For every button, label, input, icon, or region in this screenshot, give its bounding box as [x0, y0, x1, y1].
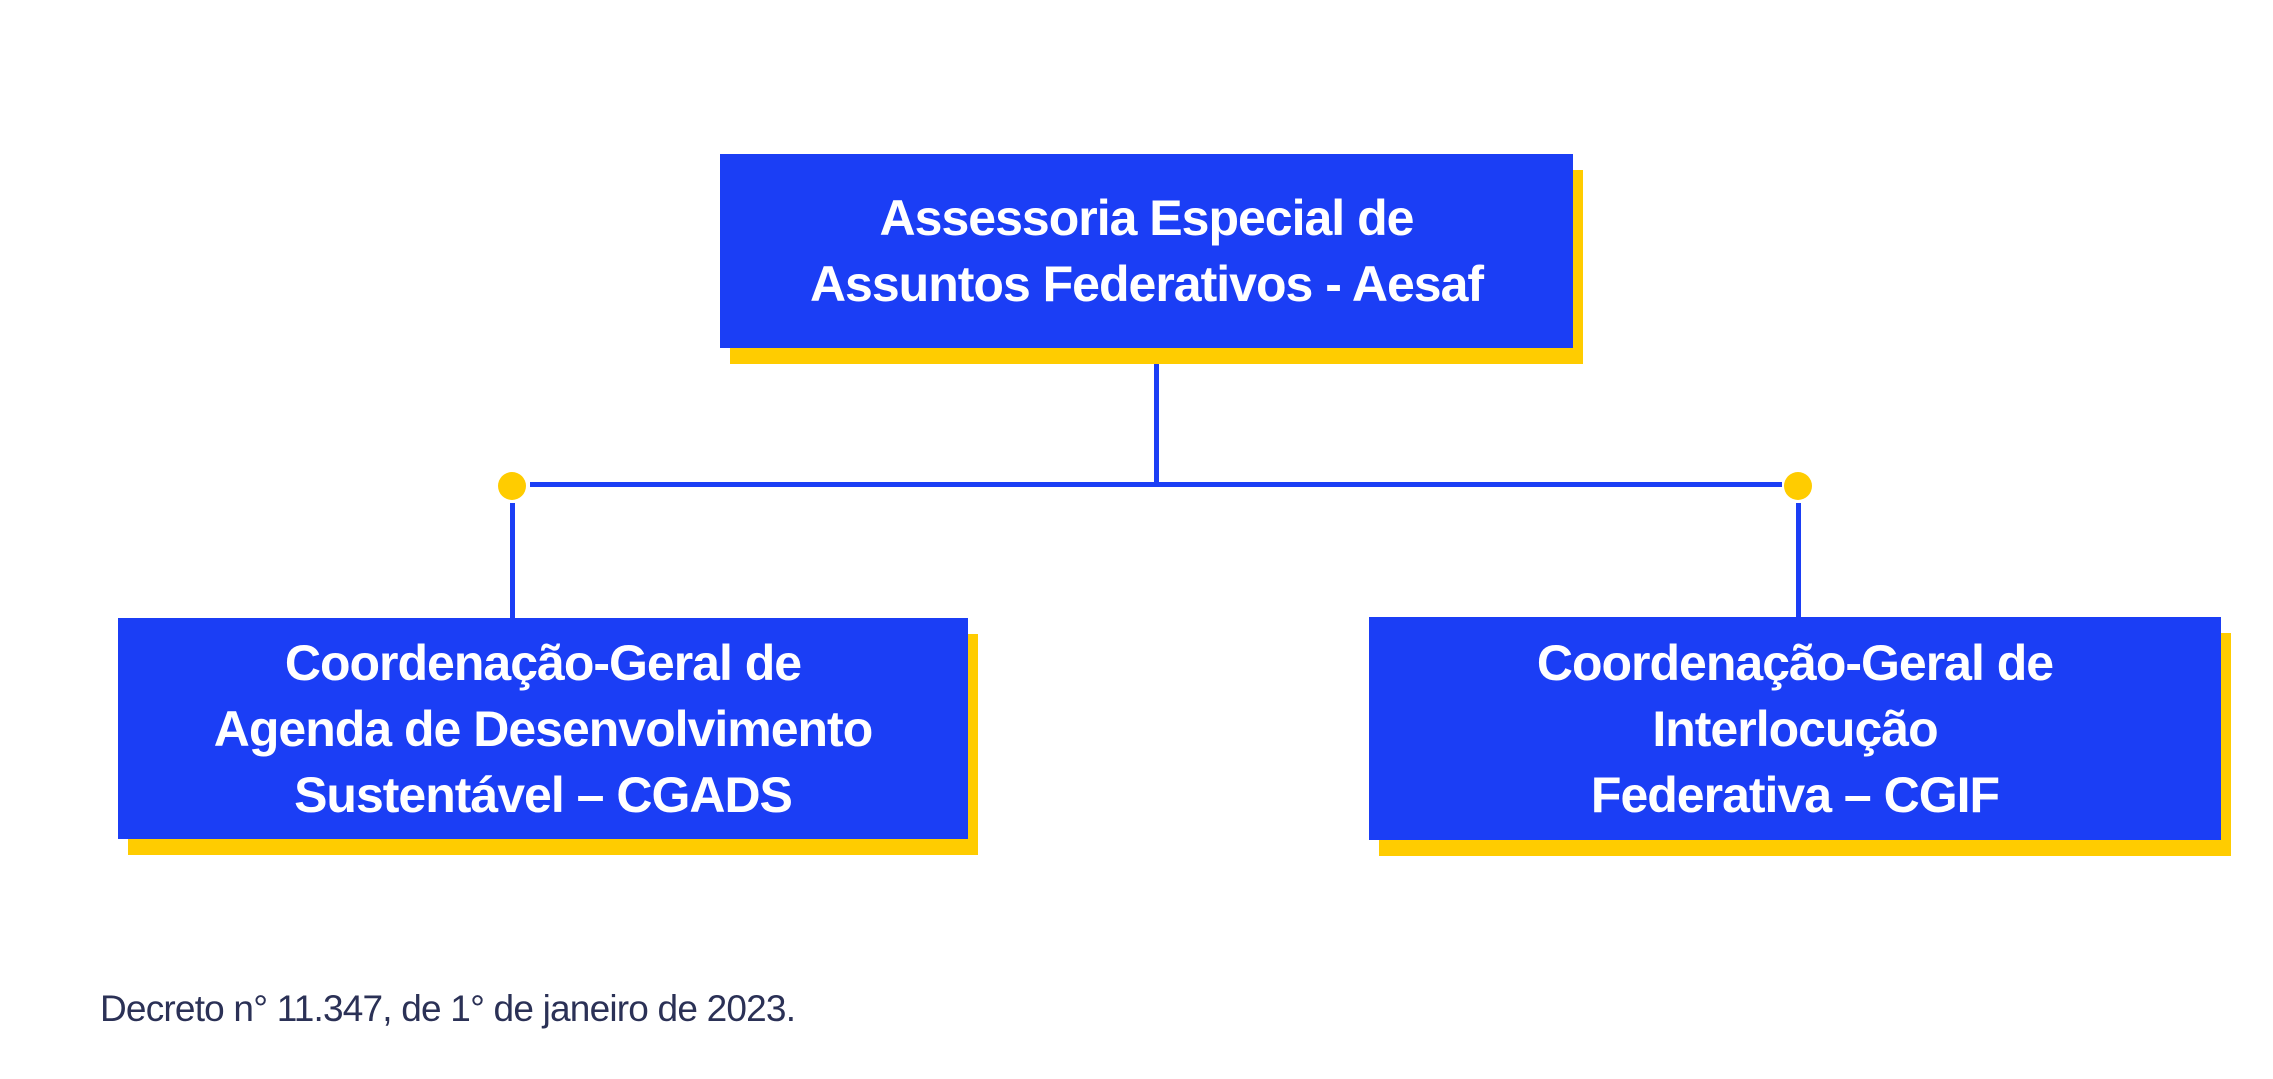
org-node-cgif: Coordenação-Geral de Interlocução Federa… [1369, 617, 2221, 840]
org-node-aesaf-label: Assessoria Especial de Assuntos Federati… [809, 190, 1484, 312]
org-node-cgif-label: Coordenação-Geral de Interlocução Federa… [1536, 634, 2054, 823]
decree-caption: Decreto n° 11.347, de 1° de janeiro de 2… [100, 988, 796, 1029]
connector-root-vertical [1154, 364, 1159, 482]
junction-dot-left [498, 472, 526, 500]
org-node-cgads-label: Coordenação-Geral de Agenda de Desenvolv… [213, 634, 873, 823]
org-node-cgads: Coordenação-Geral de Agenda de Desenvolv… [118, 618, 968, 839]
junction-dot-right [1784, 472, 1812, 500]
connector-right-vertical [1796, 503, 1801, 617]
connector-horizontal [530, 482, 1782, 487]
connector-left-vertical [510, 503, 515, 618]
org-node-aesaf: Assessoria Especial de Assuntos Federati… [720, 154, 1573, 348]
